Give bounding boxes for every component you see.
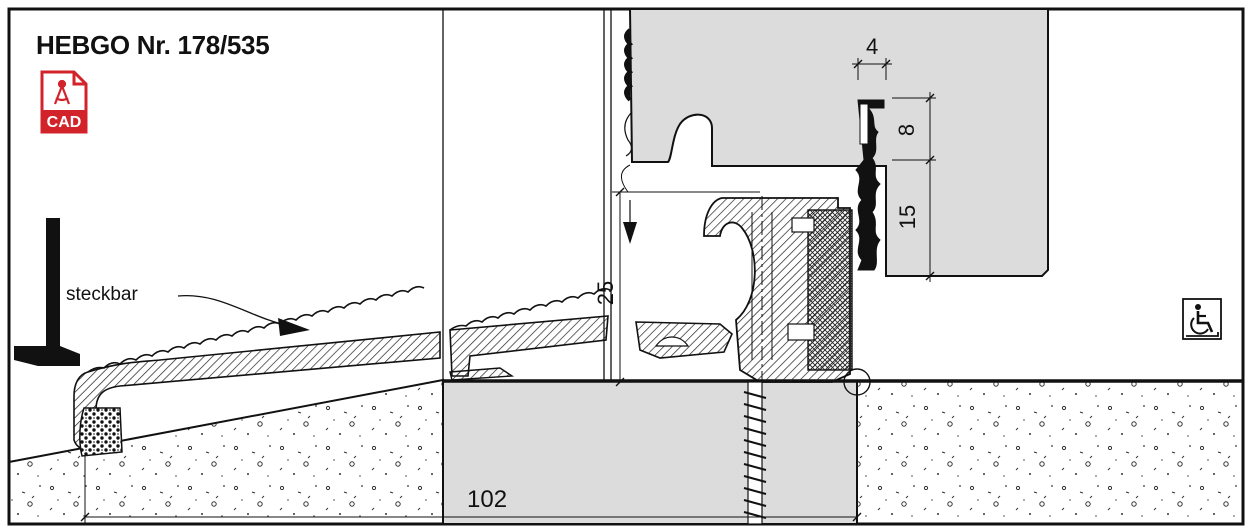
label-steckbar: steckbar	[66, 284, 138, 305]
floor-right	[856, 380, 1244, 525]
arrow-right	[278, 318, 310, 336]
dimension-25: 25	[593, 280, 619, 306]
ramp-wave	[87, 285, 425, 373]
t-profile-stem	[46, 218, 60, 348]
cad-label: CAD	[47, 114, 82, 131]
cad-file-icon[interactable]: CAD	[40, 70, 88, 134]
sealing-compound	[79, 407, 123, 457]
door-leaf	[628, 8, 1049, 277]
screw	[743, 381, 767, 525]
ramp-middle	[449, 315, 609, 377]
ramp-clip	[635, 321, 733, 359]
seal-curve	[624, 111, 633, 157]
dimension-4: 4	[866, 34, 879, 59]
wheelchair-icon	[1182, 298, 1222, 340]
arrow-down	[623, 222, 637, 244]
detail-circle	[843, 368, 871, 396]
insulation	[807, 209, 853, 371]
t-profile-foot	[14, 346, 80, 366]
door-seal-bumps	[624, 28, 634, 102]
dimension-102: 102	[467, 486, 508, 513]
dimension-15: 15	[895, 204, 921, 230]
dimension-8: 8	[894, 123, 920, 137]
drawing-title: HEBGO Nr. 178/535	[36, 30, 270, 60]
leader-line	[177, 294, 291, 327]
